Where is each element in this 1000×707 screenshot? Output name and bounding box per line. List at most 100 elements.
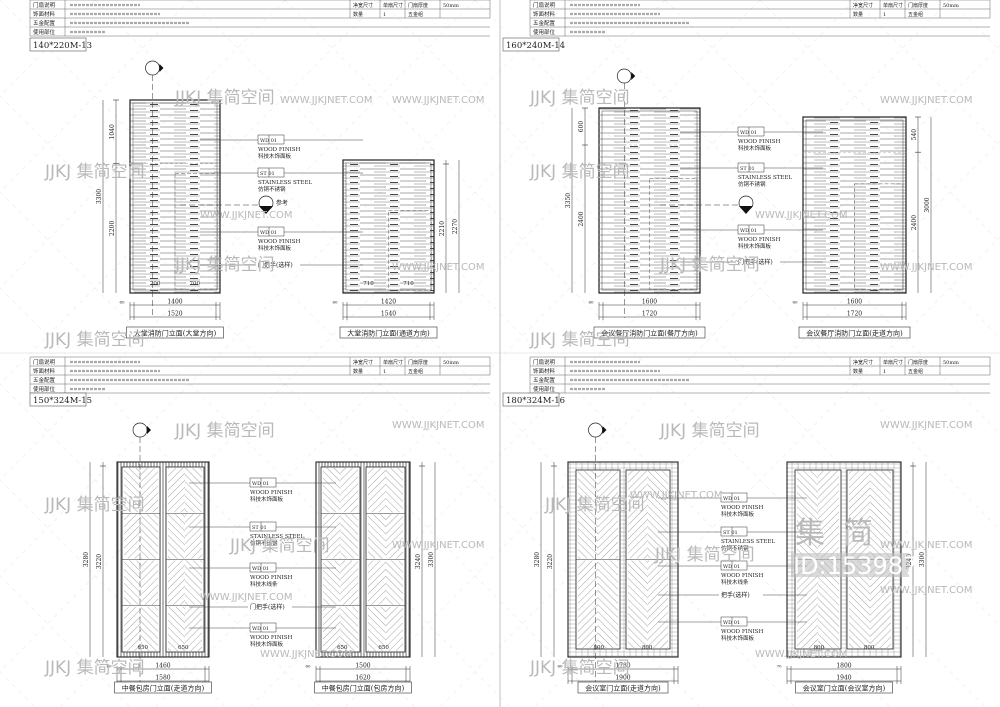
veneer-panel	[185, 606, 202, 651]
material-name-cn: 科技木饰面板	[738, 144, 772, 152]
header-label: 使用部位	[33, 385, 56, 393]
header-thickness: 门扇厚度	[408, 359, 428, 366]
watermark-big-char: 集	[795, 516, 825, 551]
watermark-logo: JJKJ 集简空间	[544, 495, 645, 515]
watermark-logo: JJKJ 集简空间	[659, 421, 760, 441]
header-qty: 1	[383, 369, 386, 375]
width-total-dimension: 1900	[615, 675, 630, 682]
header-thickness: 门扇厚度	[908, 2, 928, 9]
material-name-en: WOOD FINISH	[250, 635, 293, 641]
watermark-layer: JJKJ 集简空间 JJKJ 集简空间 JJKJ 集简空间 JJKJ 集简空间 JJKJ…	[44, 88, 972, 678]
material-name-en: STAINLESS STEEL	[258, 180, 312, 186]
section-arrow-icon	[602, 426, 607, 434]
header-leaf-size: 单扇尺寸	[383, 2, 403, 9]
veneer-panel	[340, 514, 358, 559]
header-qty-label: 数量	[853, 11, 863, 18]
material-code-box	[249, 562, 277, 573]
width-inner-dimension: 1500	[355, 663, 370, 670]
header-leaf-size: 单扇尺寸	[883, 359, 903, 366]
side-dimension: 60	[106, 664, 112, 669]
guide-line	[189, 0, 891, 707]
header-hardware: 五金组	[408, 11, 423, 18]
watermark-url: WWW.JJKJNET.COM	[392, 540, 484, 551]
watermark-logo: JJKJ 集简空间	[654, 545, 755, 565]
veneer-panel	[340, 606, 358, 651]
header-qty-label: 数量	[353, 11, 363, 18]
elevation-caption: 大堂消防门立面(通道方向)	[347, 329, 430, 338]
veneer-panel	[870, 471, 891, 559]
veneer-panel	[797, 560, 818, 648]
veneer-panel	[141, 560, 158, 605]
leaf-width-dimension: 800	[594, 645, 605, 651]
veneer-panel	[385, 606, 403, 651]
height-total-dimension: 3000	[924, 197, 931, 212]
material-name-en: WOOD FINISH	[738, 237, 781, 243]
height-segment-dimension: 2400	[911, 215, 918, 230]
header-net-size: 净宽尺寸	[353, 359, 373, 366]
leaf-width-dimension: 710	[363, 281, 374, 287]
header-label: 五金配置	[33, 19, 56, 27]
elevation-caption-box	[114, 681, 212, 694]
height-total-dimension: 3300	[919, 552, 926, 567]
door-code-box	[502, 37, 560, 52]
hardware-label: 门把手(选样)	[738, 258, 773, 266]
height-segment-dimension: 2210	[439, 221, 446, 236]
header-label: 五金配置	[533, 376, 556, 384]
header-label: 五金配置	[33, 376, 56, 384]
width-inner-dimension: 1800	[836, 663, 851, 670]
veneer-panel	[323, 468, 341, 513]
veneer-panel	[168, 514, 185, 559]
veneer-panel	[185, 514, 202, 559]
watermark-logo: JJKJ 集简空间	[529, 162, 630, 182]
elevation-caption-box	[795, 681, 893, 694]
height-segment-dimension: 3220	[96, 554, 103, 569]
inner-door-outline	[174, 173, 218, 290]
leaf-width-dimension: 650	[178, 645, 189, 651]
guide-line	[664, 0, 1000, 339]
header-label: 五金配置	[533, 19, 556, 27]
height-segment-dimension: 3240	[906, 554, 913, 569]
watermark-logo: JJKJ 集简空间	[174, 88, 275, 108]
height-segment-dimension: 540	[911, 129, 918, 141]
header-hardware: 五金组	[408, 368, 423, 375]
hardware-label: 门把手(选样)	[250, 603, 285, 611]
watermark-logo: JJKJ 集简空间	[44, 330, 145, 350]
watermark-url: WWW.JJKJNET.COM	[880, 262, 972, 273]
watermark-url: WWW.JJKJNET.COM	[880, 95, 972, 106]
header-label: 饰面材料	[533, 10, 556, 18]
guide-line	[0, 0, 96, 97]
veneer-panel	[323, 606, 341, 651]
watermark-url: WWW.JJKJNET.COM	[630, 490, 722, 501]
material-name-en: STAINLESS STEEL	[738, 175, 792, 181]
header-net-size: 净宽尺寸	[853, 2, 873, 9]
guide-line	[0, 95, 606, 707]
veneer-panel	[818, 471, 839, 559]
veneer-panel	[578, 560, 598, 648]
side-dimension: 60	[332, 300, 338, 305]
material-code-box	[720, 616, 748, 627]
veneer-panel	[141, 606, 158, 651]
material-callout: 把手(选样)	[658, 590, 807, 599]
watermark-url: WWW.JJKJNET.COM	[755, 210, 847, 221]
veneer-panel	[323, 560, 341, 605]
guide-line	[154, 0, 856, 707]
veneer-panel	[340, 560, 358, 605]
header-label: 饰面材料	[33, 367, 56, 375]
watermark-logo: JJKJ 集简空间	[529, 658, 630, 678]
veneer-panel	[168, 468, 185, 513]
material-name-cn: 科技木饰面板	[258, 244, 292, 252]
material-code: WD 01	[723, 620, 740, 626]
header-leaf-size: 单扇尺寸	[883, 2, 903, 9]
header-qty: 1	[883, 12, 886, 18]
